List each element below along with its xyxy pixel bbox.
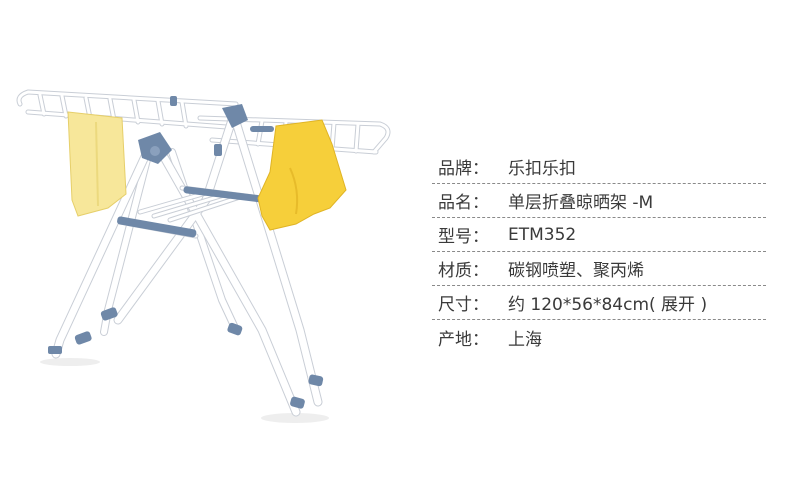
rack-joints: [48, 96, 324, 409]
spec-row-size: 尺寸： 约 120*56*84cm( 展开 ): [432, 286, 766, 320]
spec-row-model: 型号： ETM352: [432, 218, 766, 252]
spec-row-origin: 产地： 上海: [432, 320, 766, 354]
spec-row-brand: 品牌： 乐扣乐扣: [432, 150, 766, 184]
drying-rack-illustration: [16, 89, 391, 423]
rack-shadow-right: [261, 413, 329, 423]
spec-value: 单层折叠晾晒架 -M: [508, 193, 654, 213]
spec-value: 碳钢喷塑、聚丙烯: [508, 261, 644, 281]
spec-label: 产地：: [438, 329, 489, 350]
hanging-shirt: [257, 119, 347, 231]
spec-value: 约 120*56*84cm( 展开 ): [508, 295, 708, 315]
spec-table: 品牌： 乐扣乐扣 品名： 单层折叠晾晒架 -M 型号： ETM352 材质： 碳…: [432, 150, 766, 354]
shirt-fold: [289, 167, 299, 215]
spec-row-product-name: 品名： 单层折叠晾晒架 -M: [432, 184, 766, 218]
spec-value: ETM352: [508, 224, 577, 245]
spec-value: 上海: [508, 329, 542, 350]
spec-label: 品名：: [438, 193, 489, 213]
spec-label: 品牌：: [438, 159, 489, 179]
towel-fold: [95, 121, 99, 207]
spec-label: 尺寸：: [438, 295, 489, 315]
spec-row-material: 材质： 碳钢喷塑、聚丙烯: [432, 252, 766, 286]
spec-label: 材质：: [438, 261, 489, 281]
rack-shadow-left: [40, 358, 100, 366]
spec-value: 乐扣乐扣: [508, 159, 576, 179]
spec-label: 型号：: [438, 227, 489, 247]
